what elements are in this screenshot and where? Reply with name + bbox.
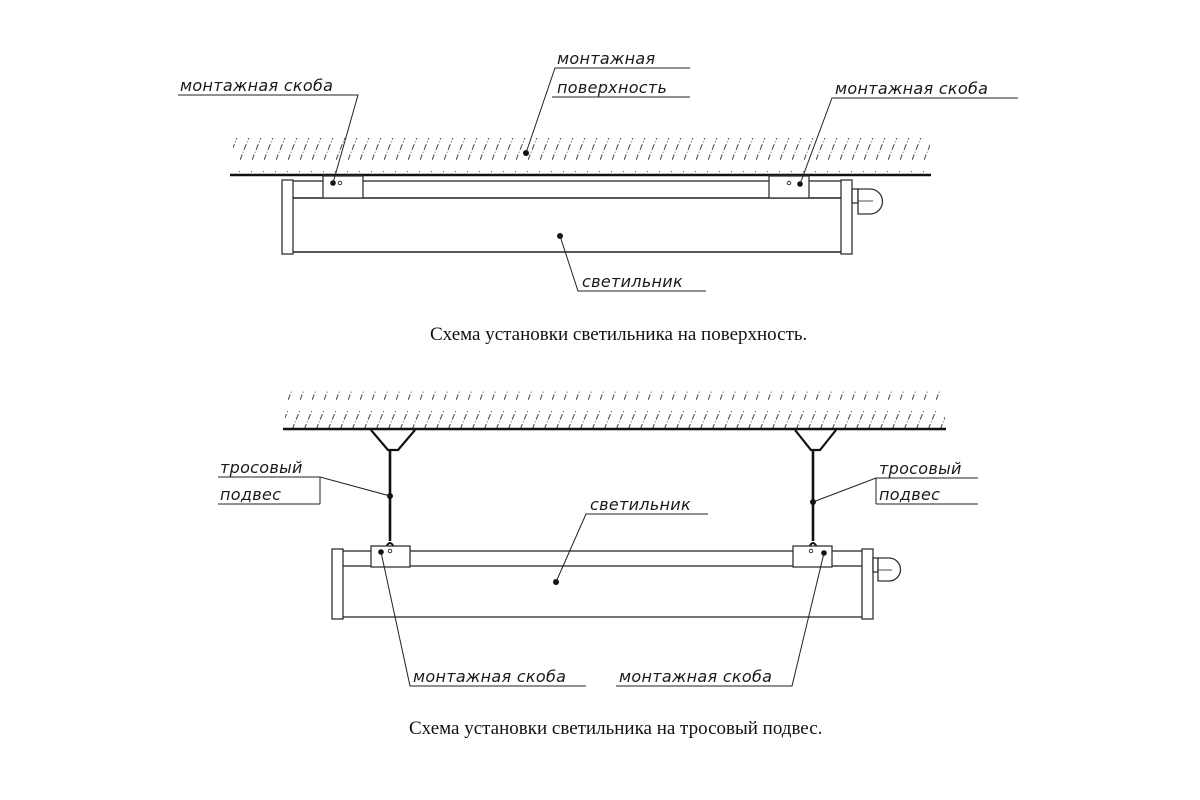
label-bracket-left: монтажная скоба — [380, 551, 586, 687]
cable-gland — [872, 557, 902, 582]
label-mounting-surface: монтажная поверхность — [523, 49, 690, 156]
label-text: подвес — [879, 485, 940, 504]
label-text: монтажная скоба — [413, 667, 566, 686]
label-text: монтажная скоба — [619, 667, 772, 686]
label-text: монтажная — [557, 49, 656, 68]
surface-mount-diagram: монтажная скоба монтажная поверхность мо… — [178, 49, 1018, 345]
cable-suspension-diagram: тросовый подвес тросовый подвес светильн… — [218, 390, 978, 739]
label-text: светильник — [582, 272, 683, 291]
label-bracket-left: монтажная скоба — [178, 76, 359, 184]
label-text: монтажная скоба — [835, 79, 988, 98]
cable-gland — [851, 188, 884, 215]
label-text: светильник — [590, 495, 691, 514]
label-luminaire: светильник — [553, 495, 708, 585]
luminaire-body — [281, 179, 853, 255]
label-text: поверхность — [557, 78, 667, 97]
caption-surface-mount: Схема установки светильника на поверхнос… — [430, 324, 807, 345]
ceiling-hatch — [233, 138, 930, 174]
cable-hanger-left — [370, 429, 416, 551]
label-bracket-right: монтажная скоба — [616, 552, 825, 687]
label-text: тросовый — [220, 458, 303, 477]
mounting-bracket-right — [792, 545, 833, 568]
caption-cable-suspension: Схема установки светильника на тросовый … — [409, 718, 822, 739]
label-text: тросовый — [879, 459, 962, 478]
label-bracket-right: монтажная скоба — [799, 79, 1018, 185]
mounting-bracket-right — [768, 175, 810, 199]
ceiling-hatch — [285, 390, 945, 428]
label-cable-right: тросовый подвес — [812, 459, 978, 505]
mounting-bracket-left — [322, 175, 364, 199]
label-cable-left: тросовый подвес — [218, 458, 391, 505]
label-luminaire: светильник — [557, 233, 706, 292]
luminaire-body — [331, 548, 874, 620]
label-text: монтажная скоба — [180, 76, 333, 95]
mounting-bracket-left — [370, 545, 411, 568]
label-text: подвес — [220, 485, 281, 504]
cable-hanger-right — [794, 429, 837, 551]
